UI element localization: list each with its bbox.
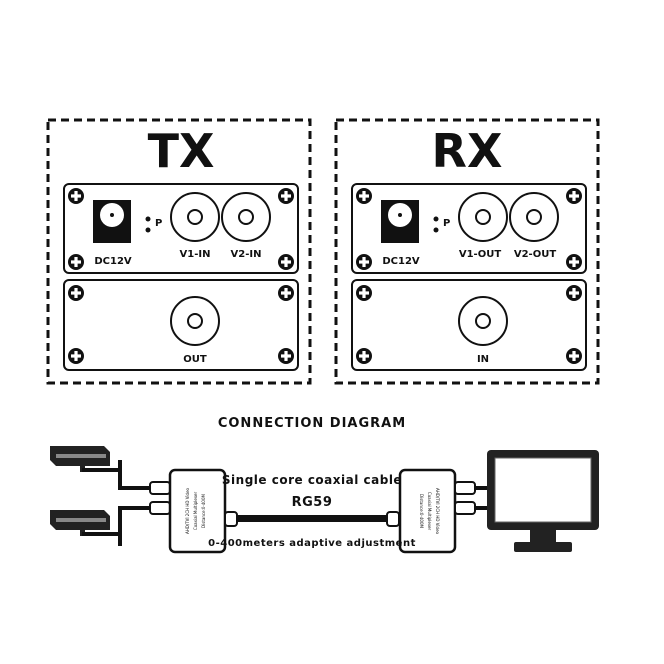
rx-unit: RX P DC12V V1-OUT V2-OUT IN <box>334 118 600 385</box>
in-label: IN <box>477 354 489 365</box>
port1-label: V1-IN <box>180 249 211 260</box>
bnc-port-icon <box>458 296 508 346</box>
bnc-port-icon <box>170 192 220 242</box>
connection-title: CONNECTION DIAGRAM <box>218 416 406 431</box>
cable-description: Single core coaxial cable <box>222 473 402 487</box>
screw-icon <box>356 285 372 301</box>
bnc-port-icon <box>221 192 271 242</box>
screw-icon <box>68 188 84 204</box>
screw-icon <box>68 285 84 301</box>
screw-icon <box>278 348 294 364</box>
led-icon <box>145 216 151 222</box>
screw-icon <box>566 188 582 204</box>
out-label: OUT <box>183 354 207 365</box>
led-icon <box>433 216 439 222</box>
device-text: Coaxial Multiplexer <box>193 492 198 531</box>
screw-icon <box>356 254 372 270</box>
led-label: P <box>443 218 450 229</box>
port2-label: V2-OUT <box>514 249 556 260</box>
monitor-icon <box>487 450 599 552</box>
cable-type: RG59 <box>292 495 333 510</box>
device-text: Distance:0-400M <box>201 494 206 528</box>
screw-icon <box>68 254 84 270</box>
screw-icon <box>566 285 582 301</box>
power-label: DC12V <box>382 256 420 267</box>
camera-icon <box>50 446 155 490</box>
screw-icon <box>356 188 372 204</box>
port1-label: V1-OUT <box>459 249 501 260</box>
coaxial-cable <box>237 515 387 522</box>
power-label: DC12V <box>94 256 132 267</box>
device-text: Distance:0-400M <box>419 494 424 528</box>
tx-dashed-border <box>46 118 312 385</box>
bnc-port-icon <box>170 296 220 346</box>
rx-dashed-border <box>334 118 600 385</box>
bnc-port-icon <box>509 192 559 242</box>
screw-icon <box>566 254 582 270</box>
led-label: P <box>155 218 162 229</box>
tx-device: AHD/TVI 2CH HD Video Coaxial Multiplexer… <box>168 468 227 554</box>
led-icon <box>145 227 151 233</box>
tx-title: TX <box>148 124 215 178</box>
led-icon <box>433 227 439 233</box>
screw-icon <box>68 348 84 364</box>
device-text: Coaxial Multiplexer <box>427 492 432 531</box>
screw-icon <box>278 188 294 204</box>
screw-icon <box>356 348 372 364</box>
rx-title: RX <box>432 124 503 178</box>
device-text: AHD/TVI 2CH HD Video <box>185 487 190 534</box>
screw-icon <box>566 348 582 364</box>
screw-icon <box>278 254 294 270</box>
tx-unit: TX P DC12V V1-IN V2-IN OUT <box>46 118 312 385</box>
port2-label: V2-IN <box>231 249 262 260</box>
screw-icon <box>278 285 294 301</box>
bnc-port-icon <box>458 192 508 242</box>
camera-icon <box>50 506 155 546</box>
cable-distance: 0-400meters adaptive adjustment <box>208 538 416 549</box>
device-text: AHD/TVI 2CH HD Video <box>435 488 440 535</box>
